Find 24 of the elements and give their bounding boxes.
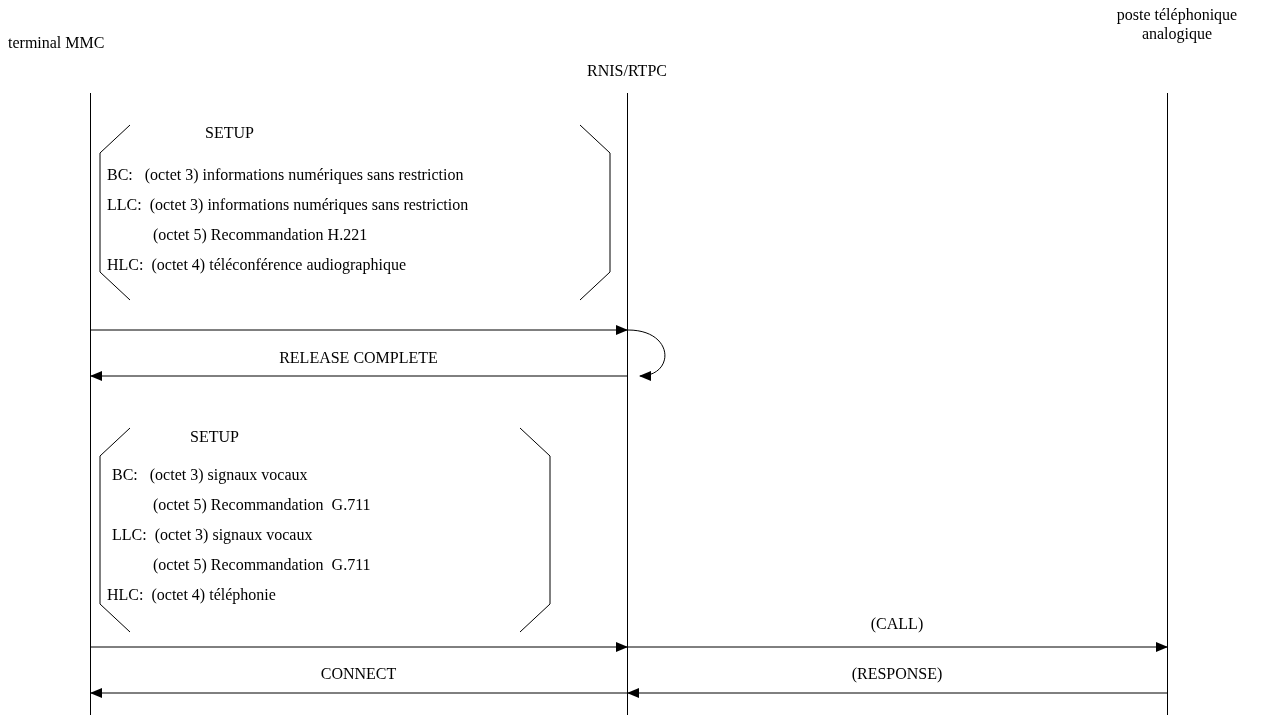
parameter-text: HLC: (octet 4) téléphonie [107,586,276,604]
participant-name: terminal MMC [8,33,105,52]
message-label: (CALL) [870,615,924,633]
message-label: CONNECT [320,665,397,683]
message-arrow [627,642,1168,652]
message-arrow [90,642,628,652]
message-name: SETUP [190,428,239,446]
participant-name: poste téléphonique analogique [1115,5,1239,43]
parameter-text: BC: (octet 3) signaux vocaux [112,466,308,484]
message-label: (RESPONSE) [851,665,943,683]
parameter-text: HLC: (octet 4) téléconférence audiographique [107,256,406,274]
parameter-text: LLC: (octet 3) informations numériques sans restriction [107,196,469,214]
parameter-text: (octet 5) Recommandation G.711 [153,556,371,574]
message-label: RELEASE COMPLETE [279,349,438,367]
message-arrow [90,325,628,335]
message-arrow [90,688,628,698]
parameter-text: BC: (octet 3) informations numériques sans restriction [107,166,464,184]
message-arrow [90,371,628,381]
message-name: SETUP [205,124,254,142]
message-arrow [627,688,1168,698]
parameter-text: (octet 5) Recommandation G.711 [153,496,371,514]
parameter-text: LLC: (octet 3) signaux vocaux [112,526,313,544]
participant-name: RNIS/RTPC [587,61,667,80]
parameter-text: (octet 5) Recommandation H.221 [153,226,368,244]
